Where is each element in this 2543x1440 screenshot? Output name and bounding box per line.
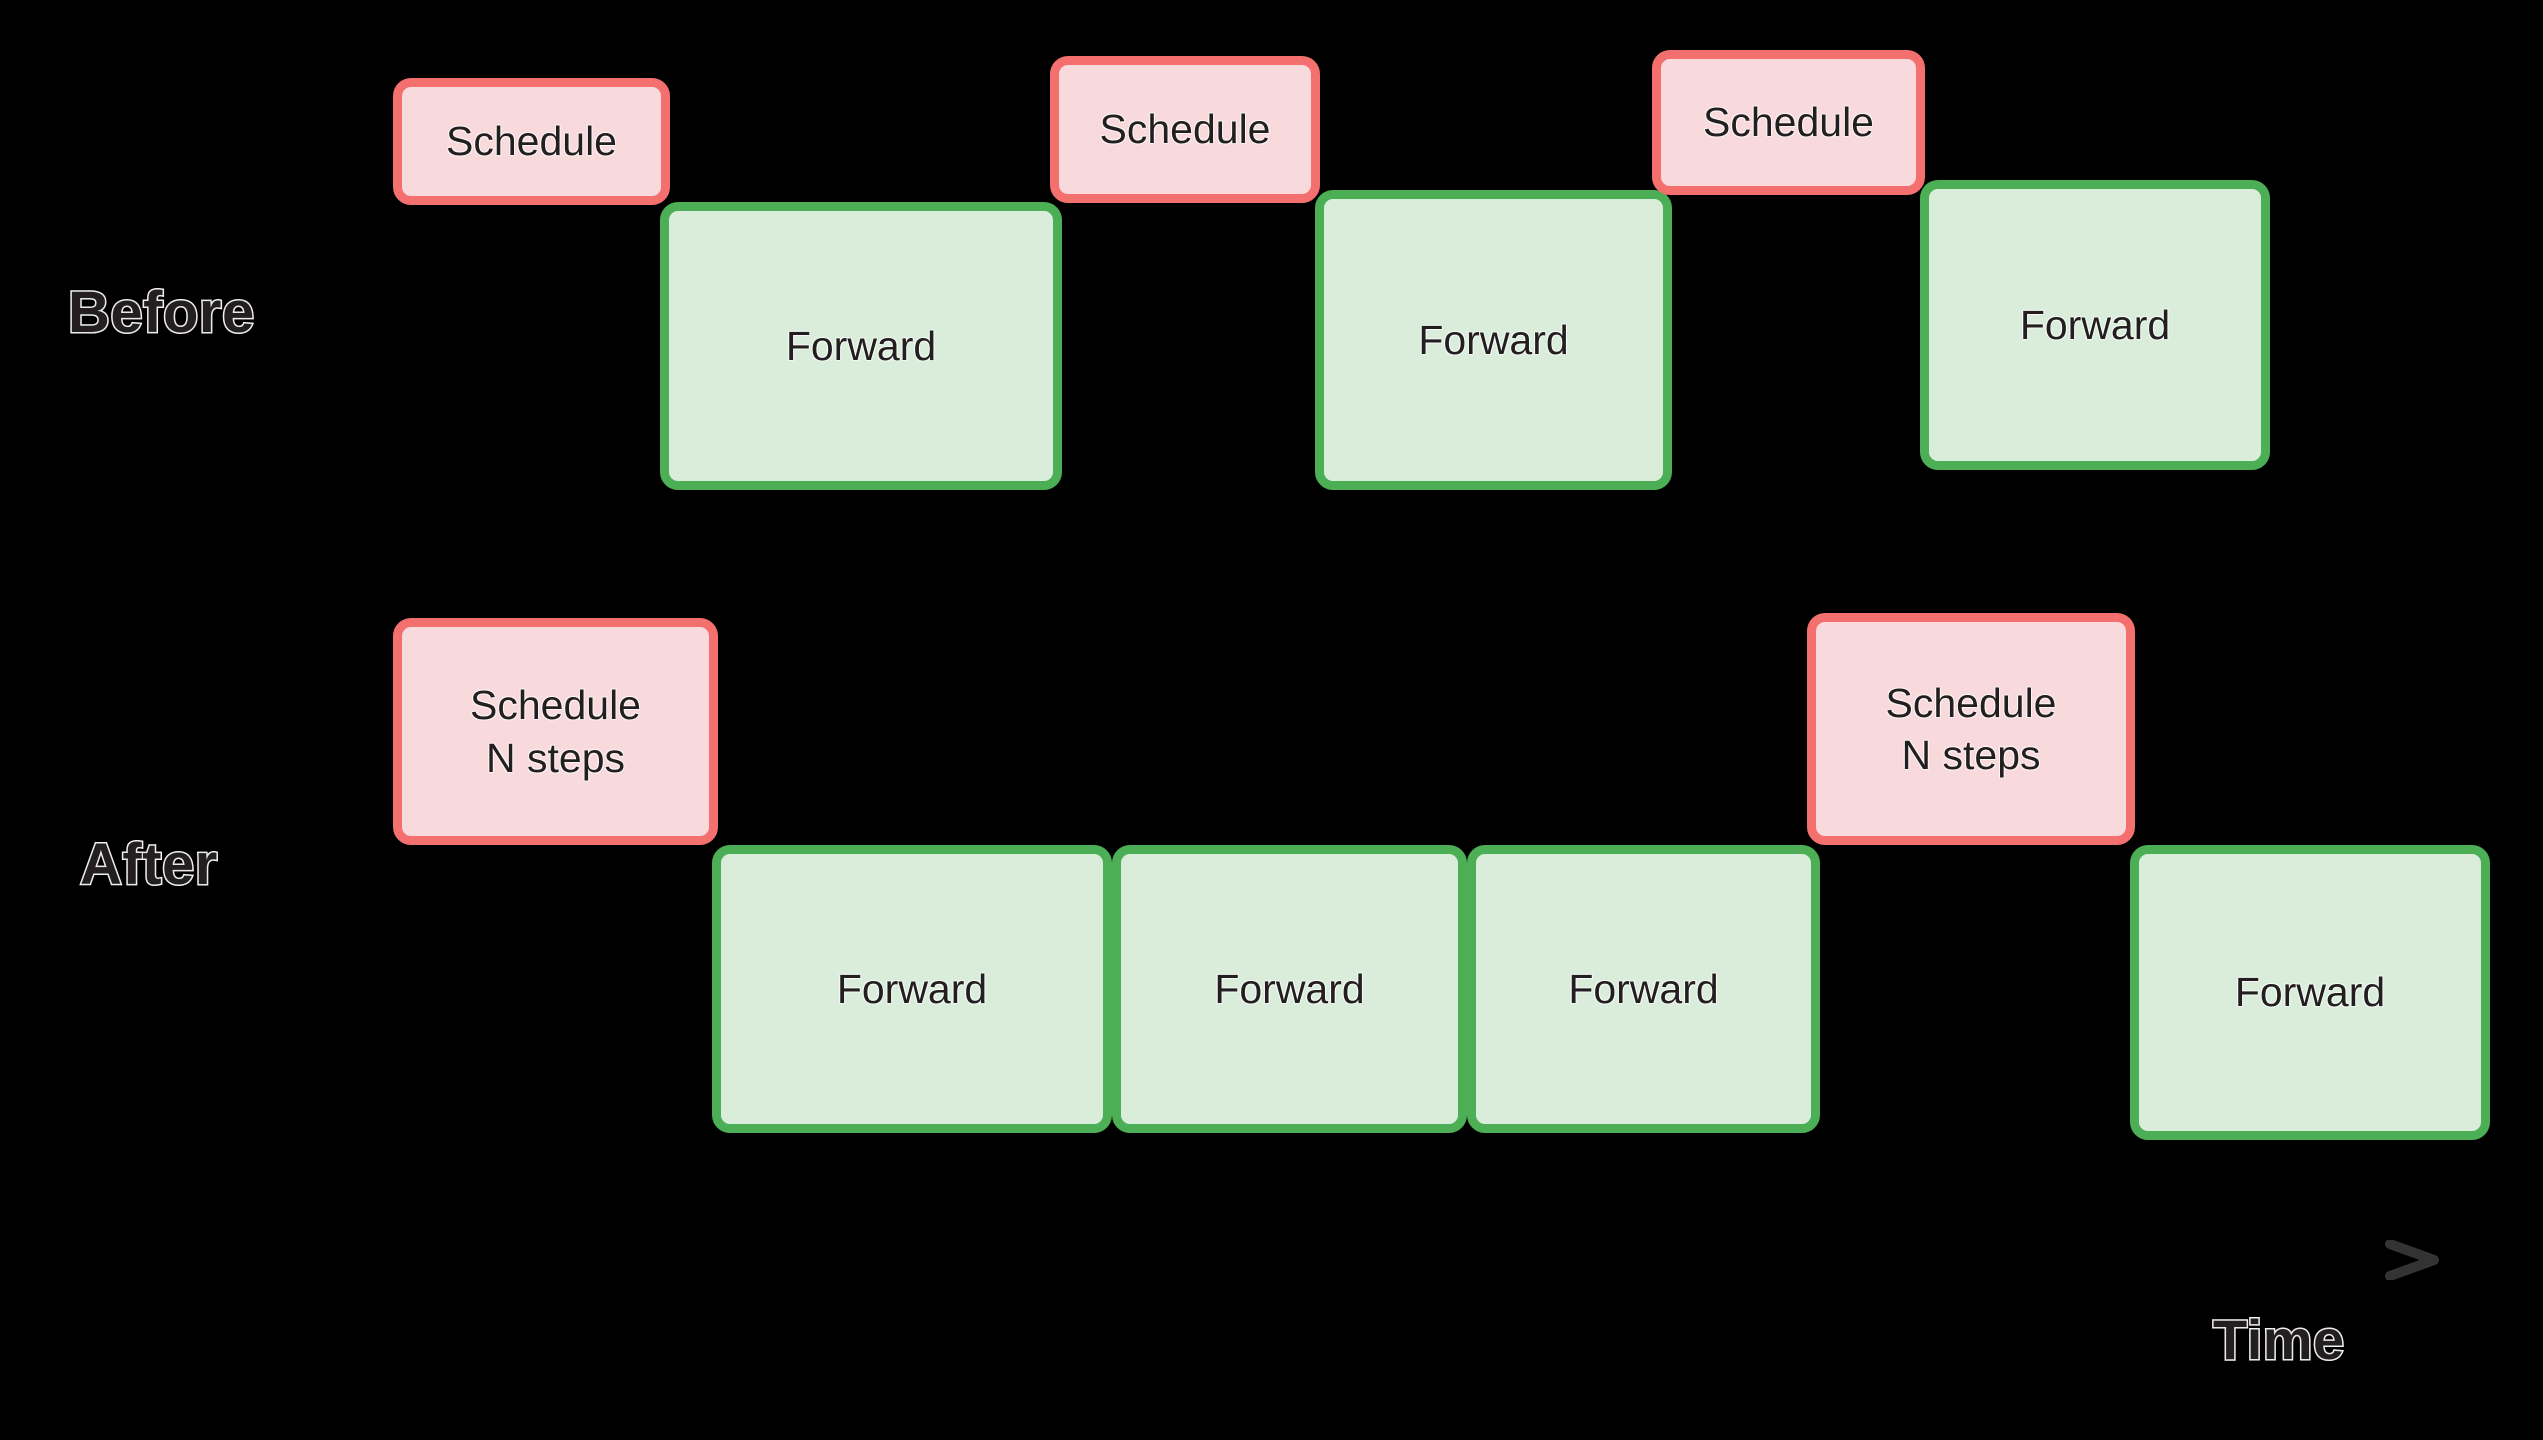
row-label-before: Before [67, 280, 256, 345]
schedule-block: Schedule [1050, 56, 1320, 203]
schedule-block-label: Schedule N steps [1885, 679, 2057, 778]
time-axis-arrow [380, 1240, 2440, 1280]
time-arrow-icon [380, 1240, 2439, 1280]
forward-block: Forward [1920, 180, 2270, 470]
forward-block: Forward [1112, 845, 1467, 1133]
forward-block-label: Forward [785, 322, 937, 369]
forward-block: Forward [1315, 190, 1672, 490]
schedule-block: Schedule N steps [393, 618, 718, 845]
forward-block-label: Forward [2234, 969, 2386, 1016]
forward-block: Forward [2130, 845, 2490, 1140]
forward-block-label: Forward [2019, 301, 2171, 348]
forward-block: Forward [1467, 845, 1820, 1133]
time-axis-label: Time [2212, 1308, 2346, 1371]
forward-block: Forward [660, 202, 1062, 490]
schedule-block: Schedule [393, 78, 670, 205]
schedule-block: Schedule [1652, 50, 1925, 195]
schedule-block-label: Schedule [1099, 106, 1271, 153]
forward-block-label: Forward [836, 965, 988, 1012]
schedule-block-label: Schedule [1703, 99, 1874, 146]
schedule-block-label: Schedule N steps [470, 682, 641, 781]
forward-block-label: Forward [1418, 316, 1569, 363]
forward-block: Forward [712, 845, 1112, 1133]
schedule-block: Schedule N steps [1807, 613, 2135, 845]
forward-block-label: Forward [1214, 965, 1365, 1012]
row-label-after: After [79, 832, 219, 897]
schedule-block-label: Schedule [446, 118, 617, 165]
forward-block-label: Forward [1568, 965, 1719, 1012]
